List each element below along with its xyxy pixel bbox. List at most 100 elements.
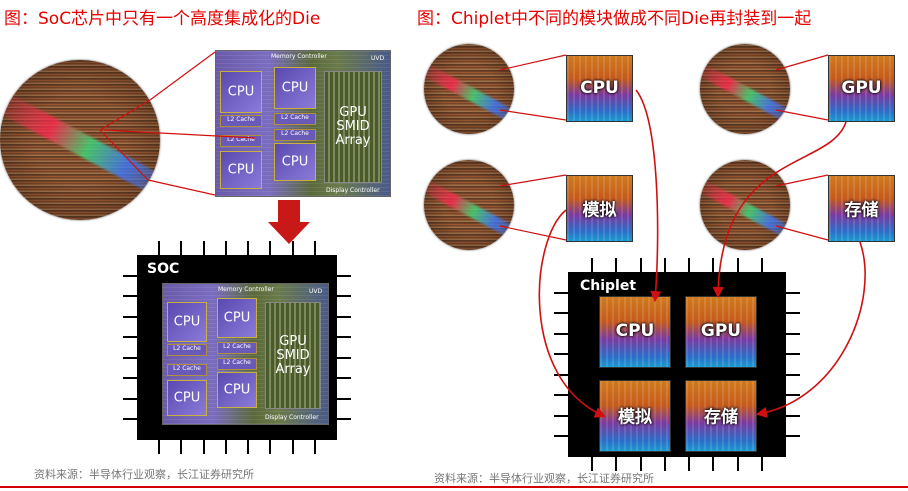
cpu-core: CPU: [167, 302, 207, 342]
package-pin: [291, 241, 294, 255]
package-pin: [202, 241, 205, 255]
package-pin: [712, 457, 715, 471]
package-pin: [712, 258, 715, 272]
l2-cache: L2 Cache: [274, 113, 316, 125]
package-pin: [786, 394, 800, 397]
package-pin: [591, 457, 594, 471]
display-controller-label: Display Controller: [326, 187, 380, 194]
package-pin: [247, 241, 250, 255]
package-pin: [736, 258, 739, 272]
package-pin: [736, 457, 739, 471]
package-pin: [313, 241, 316, 255]
right-source-note: 资料来源：半导体行业观察，长江证券研究所: [434, 472, 654, 485]
package-pin: [269, 440, 272, 454]
package-pin: [760, 457, 763, 471]
package-pin: [123, 418, 137, 421]
package-pin: [554, 414, 568, 417]
storage-die: 存储: [828, 175, 895, 242]
package-pin: [639, 457, 642, 471]
package-pin: [663, 258, 666, 272]
package-pin: [123, 315, 137, 318]
chiplet-gpu-die: GPU: [685, 296, 757, 368]
package-pin: [554, 291, 568, 294]
package-pin: [247, 440, 250, 454]
package-pin: [291, 440, 294, 454]
wafer-zoom-image-analog: [424, 160, 514, 250]
soc-package: SOC Memory Controller UVD CPU CPU CPU CP…: [137, 255, 337, 440]
left-figure-title: 图：SoC芯片中只有一个高度集成化的Die: [4, 9, 321, 29]
package-pin: [663, 457, 666, 471]
package-pin: [158, 440, 161, 454]
l2-cache: L2 Cache: [217, 342, 257, 354]
package-pin: [786, 312, 800, 315]
package-pin: [337, 274, 351, 277]
chiplet-package-label: Chiplet: [580, 278, 637, 294]
wafer-zoom-image-storage: [700, 160, 790, 250]
package-pin: [554, 394, 568, 397]
cpu-core: CPU: [167, 380, 207, 416]
cpu-core: CPU: [220, 151, 262, 189]
package-pin: [639, 258, 642, 272]
cpu-core: CPU: [217, 298, 257, 338]
package-pin: [688, 457, 691, 471]
package-pin: [760, 258, 763, 272]
wafer-zoom-image-cpu: [424, 44, 514, 134]
right-figure-title: 图：Chiplet中不同的模块做成不同Die再封装到一起: [417, 9, 812, 29]
cpu-core: CPU: [220, 71, 262, 113]
l2-cache: L2 Cache: [220, 135, 262, 147]
package-pin: [786, 353, 800, 356]
cpu-core: CPU: [274, 67, 316, 109]
gpu-simd-array: GPU SMID Array: [324, 71, 382, 183]
package-pin: [180, 440, 183, 454]
package-pin: [615, 258, 618, 272]
left-source-note: 资料来源：半导体行业观察，长江证券研究所: [34, 468, 254, 481]
uvd-label: UVD: [371, 55, 385, 62]
package-pin: [180, 241, 183, 255]
l2-cache: L2 Cache: [217, 358, 257, 370]
soc-die-photo: Memory Controller UVD CPU CPU CPU CPU L2…: [215, 50, 391, 197]
chiplet-analog-die: 模拟: [599, 380, 671, 452]
package-pin: [786, 373, 800, 376]
package-pin: [224, 440, 227, 454]
package-pin: [202, 440, 205, 454]
l2-cache: L2 Cache: [274, 129, 316, 141]
package-pin: [337, 315, 351, 318]
package-pin: [123, 397, 137, 400]
gpu-simd-array: GPU SMID Array: [265, 302, 321, 409]
package-pin: [786, 414, 800, 417]
package-pin: [123, 336, 137, 339]
package-pin: [337, 418, 351, 421]
bottom-divider: [0, 486, 908, 488]
analog-die: 模拟: [566, 175, 633, 242]
wafer-zoom-image-gpu: [700, 44, 790, 134]
package-pin: [337, 336, 351, 339]
soc-package-label: SOC: [147, 261, 180, 277]
gpu-die: GPU: [828, 55, 895, 122]
package-pin: [123, 274, 137, 277]
chiplet-cpu-die: CPU: [599, 296, 671, 368]
chiplet-package: Chiplet CPU GPU 模拟 存储: [568, 272, 786, 457]
l2-cache: L2 Cache: [167, 364, 207, 376]
cpu-core: CPU: [274, 143, 316, 181]
package-pin: [786, 435, 800, 438]
package-pin: [158, 241, 161, 255]
l2-cache: L2 Cache: [220, 115, 262, 127]
package-pin: [123, 377, 137, 380]
package-pin: [269, 241, 272, 255]
package-pin: [554, 312, 568, 315]
package-pin: [615, 457, 618, 471]
package-pin: [313, 440, 316, 454]
cpu-core: CPU: [217, 372, 257, 408]
package-pin: [554, 332, 568, 335]
package-pin: [554, 435, 568, 438]
package-pin: [224, 241, 227, 255]
wafer-zoom-image: [0, 60, 160, 220]
package-pin: [554, 353, 568, 356]
package-pin: [337, 397, 351, 400]
package-pin: [123, 295, 137, 298]
package-pin: [591, 258, 594, 272]
package-pin: [337, 295, 351, 298]
chiplet-storage-die: 存储: [685, 380, 757, 452]
soc-package-die: Memory Controller UVD CPU CPU CPU CPU L2…: [162, 283, 329, 425]
package-pin: [337, 356, 351, 359]
